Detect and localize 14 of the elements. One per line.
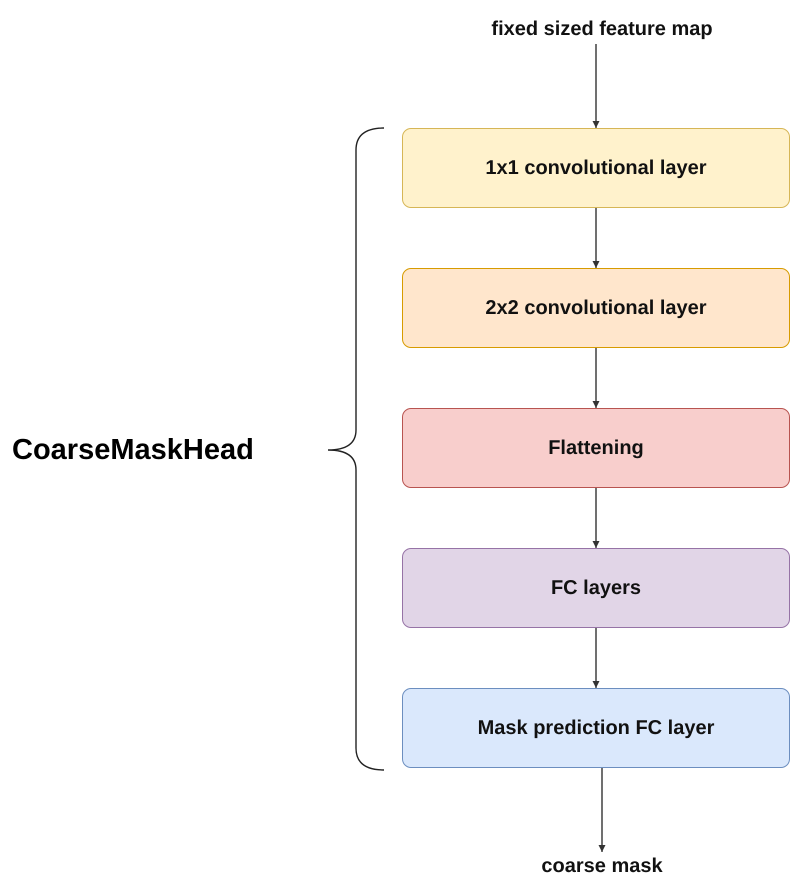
flow-label: coarse mask (452, 852, 752, 880)
layer-box: FC layers (402, 548, 790, 628)
arrow (592, 208, 600, 268)
arrow (592, 348, 600, 408)
flow-label: fixed sized feature map (452, 14, 752, 44)
arrow (592, 628, 600, 688)
group-label: CoarseMaskHead (12, 432, 254, 468)
layer-box: Flattening (402, 408, 790, 488)
layer-box: Mask prediction FC layer (402, 688, 790, 768)
layer-box: 1x1 convolutional layer (402, 128, 790, 208)
arrow (598, 768, 606, 852)
layer-box: 2x2 convolutional layer (402, 268, 790, 348)
arrow (592, 488, 600, 548)
arrow (592, 44, 600, 128)
